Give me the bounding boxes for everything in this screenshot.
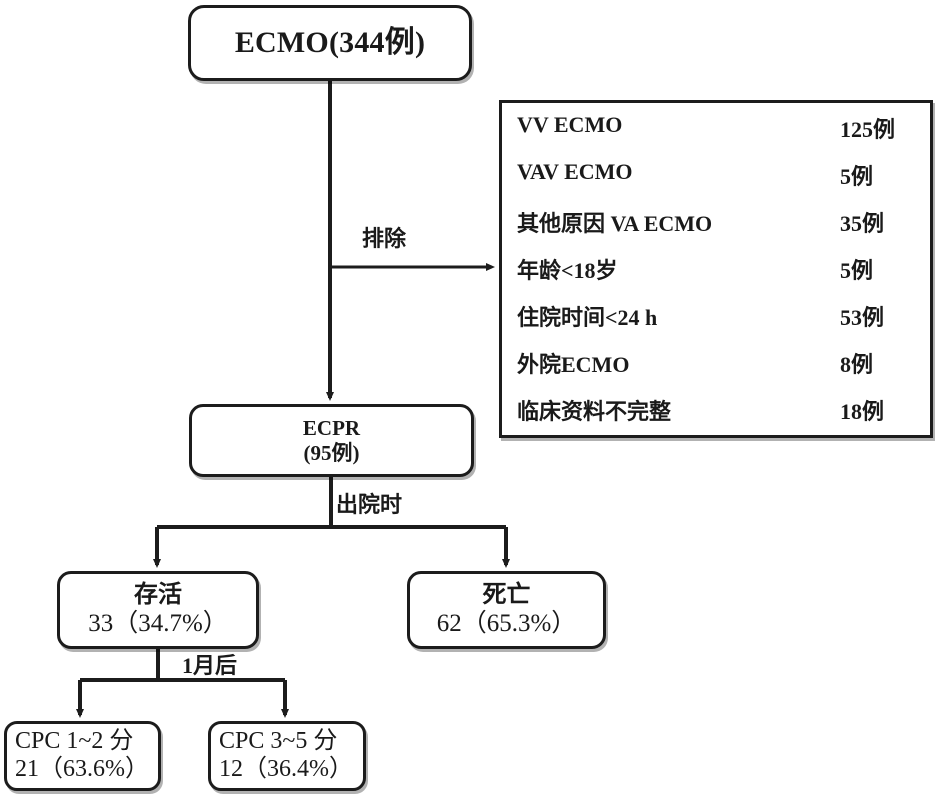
exclusion-value: 5例 [840,258,874,283]
exclusion-label: 住院时间<24 h [517,305,658,330]
node-cpc-3-5-title: CPC 3~5 分 [219,728,338,755]
exclusion-criteria-panel: VV ECMO 125例 VAV ECMO 5例 其他原因 VA ECMO 35… [499,100,933,438]
exclusion-value: 125例 [840,117,896,142]
edge-label-exclude: 排除 [362,226,407,251]
exclusion-row: VV ECMO 125例 [502,112,930,159]
node-death: 死亡 62（65.3%） [407,571,606,649]
exclusion-label: 年龄<18岁 [517,258,618,283]
exclusion-label: 外院ECMO [517,352,630,377]
exclusion-label: VV ECMO [517,112,623,137]
exclusion-value: 18例 [840,399,885,424]
exclusion-row: VAV ECMO 5例 [502,159,930,206]
node-survival-stat: 33（34.7%） [88,610,228,638]
exclusion-row: 住院时间<24 h 53例 [502,300,930,347]
edge-label-one-month: 1月后 [182,653,238,678]
node-survival: 存活 33（34.7%） [57,571,259,649]
exclusion-value: 5例 [840,164,874,189]
exclusion-row: 其他原因 VA ECMO 35例 [502,206,930,253]
node-cpc-1-2-stat: 21（63.6%） [15,756,149,782]
exclusion-label: 临床资料不完整 [517,399,672,424]
node-cpc-1-2-title: CPC 1~2 分 [15,728,134,755]
node-ecpr-title: ECPR [302,416,361,441]
exclusion-row: 年龄<18岁 5例 [502,253,930,300]
node-cpc-1-2: CPC 1~2 分 21（63.6%） [4,721,161,791]
node-survival-title: 存活 [134,581,182,608]
edge-label-discharge: 出院时 [336,492,403,517]
node-ecpr-count: (95例) [303,440,360,465]
node-ecmo-root: ECMO(344例) [188,5,472,81]
exclusion-row: 临床资料不完整 18例 [502,394,930,441]
node-death-title: 死亡 [482,581,531,608]
node-ecmo-label: ECMO(344例) [234,25,426,59]
exclusion-label: VAV ECMO [517,159,633,184]
exclusion-value: 35例 [840,211,885,236]
exclusion-label: 其他原因 VA ECMO [517,211,713,236]
node-ecpr: ECPR (95例) [189,404,474,477]
exclusion-value: 53例 [840,305,885,330]
exclusion-row: 外院ECMO 8例 [502,347,930,394]
node-cpc-3-5: CPC 3~5 分 12（36.4%） [208,721,366,791]
exclusion-value: 8例 [840,352,874,377]
node-cpc-3-5-stat: 12（36.4%） [219,756,353,782]
node-death-stat: 62（65.3%） [436,610,577,638]
